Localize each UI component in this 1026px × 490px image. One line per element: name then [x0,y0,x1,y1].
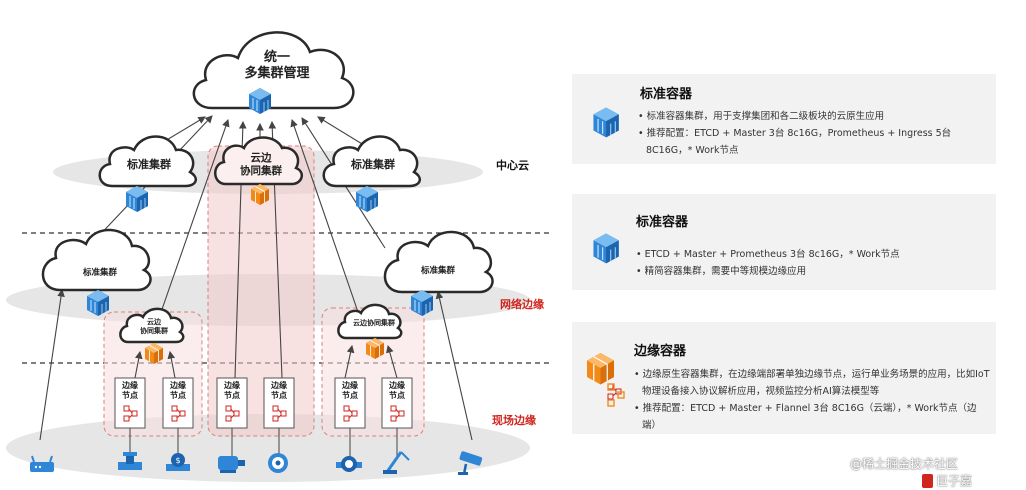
panel-title: 标准容器 [636,215,689,230]
edge-node-line2: 节点 [224,391,240,400]
edge-node-line2: 节点 [170,391,186,400]
valve-icon [118,452,142,470]
panel-bullets: 标准容器集群，用于支撑集团和各二级板块的云原生应用 推荐配置：ETCD + Ma… [638,108,988,159]
edge-left-line1: 云边 [147,318,161,326]
zone-label-site: 现场边缘 [492,414,536,427]
top-cloud-line2: 多集群管理 [244,66,310,82]
edge-node-label: 边缘节点 [264,381,294,401]
edge-node-line1: 边缘 [271,381,287,390]
central-right-cloud-label: 标准集群 [351,158,395,171]
panel-title: 标准容器 [640,87,693,102]
panel-bullet: ETCD + Master + Prometheus 3台 8c16G，* Wo… [636,246,986,263]
container-cube-icon [592,232,620,264]
top-cloud-line1: 统一 [263,50,290,65]
edge-node-line1: 边缘 [342,381,358,390]
top-cloud-label: 统一 多集群管理 [222,50,332,83]
edge-node-line1: 边缘 [389,381,405,390]
zone-label-center: 中心云 [496,159,529,172]
meter-icon [336,456,362,472]
motor-icon [218,456,245,473]
edge-node-line2: 节点 [122,391,138,400]
panel-standard-container-2: 标准容器 ETCD + Master + Prometheus 3台 8c16G… [572,194,996,290]
edge-left-line2: 协同集群 [140,326,168,335]
central-left-cloud-label: 标准集群 [127,158,171,171]
edge-node-line1: 边缘 [170,381,186,390]
panel-standard-container-1: 标准容器 标准容器集群，用于支撑集团和各二级板块的云原生应用 推荐配置：ETCD… [572,74,996,164]
camera-icon [458,451,483,475]
watermark-text: @稀土掘金技术社区 [850,457,959,471]
panel-bullet: 标准容器集群，用于支撑集团和各二级板块的云原生应用 [638,108,988,125]
panel-bullet: 精简容器集群，需要中等规模边缘应用 [636,263,986,280]
edge-node-line1: 边缘 [224,381,240,390]
central-middle-cloud-label: 云边 协同集群 [226,152,296,178]
panel-title: 边缘容器 [634,344,687,359]
pump-valve-icon: $ [166,453,190,471]
edge-left-cloud-label: 云边 协同集群 [126,318,182,336]
network-right-cloud-label: 标准集群 [420,266,455,276]
edge-right-cloud-label: 云边协同集群 [353,319,395,327]
panel-edge-container: 边缘容器 边缘原生容器集群，在边缘端部署单独边缘节点，运行单业务场景的应用，比如… [572,322,996,434]
edge-node-line2: 节点 [271,391,287,400]
edge-node-line1: 边缘 [122,381,138,390]
edge-nodes [114,377,413,429]
central-middle-line1: 云边 [250,152,272,164]
panel-bullet: 边缘原生容器集群，在边缘端部署单独边缘节点，运行单业务场景的应用，比如IoT物理… [634,366,990,400]
edge-node-line2: 节点 [342,391,358,400]
edge-node-label: 边缘节点 [217,381,247,401]
central-middle-line2: 协同集群 [240,165,282,178]
logo-mark-icon [922,473,933,488]
cloud-shapes [41,31,494,344]
edge-node-line2: 节点 [389,391,405,400]
network-left-cloud-label: 标准集群 [82,268,117,278]
edge-node-label: 边缘节点 [335,381,365,401]
fan-icon [268,453,288,473]
panel-bullets: ETCD + Master + Prometheus 3台 8c16G，* Wo… [636,246,986,280]
watermark-logo: 巨子嘉 [922,472,972,489]
crane-icon [383,451,410,474]
edge-node-label: 边缘节点 [382,381,412,401]
panel-bullets: 边缘原生容器集群，在边缘端部署单独边缘节点，运行单业务场景的应用，比如IoT物理… [634,366,990,434]
device-links [129,428,398,458]
edge-container-icon [586,352,625,407]
zone-label-network: 网络边缘 [500,298,544,311]
logo-text: 巨子嘉 [936,474,973,488]
panel-bullet: 推荐配置：ETCD + Master + Flannel 3台 8C16G（云端… [634,400,990,434]
panel-bullet: 推荐配置：ETCD + Master 3台 8c16G，Prometheus +… [638,125,988,159]
edge-node-label: 边缘节点 [163,381,193,401]
edge-node-label: 边缘节点 [115,381,145,401]
svg-text:$: $ [175,456,180,465]
container-cube-icon [592,106,620,138]
router-icon [30,455,54,472]
